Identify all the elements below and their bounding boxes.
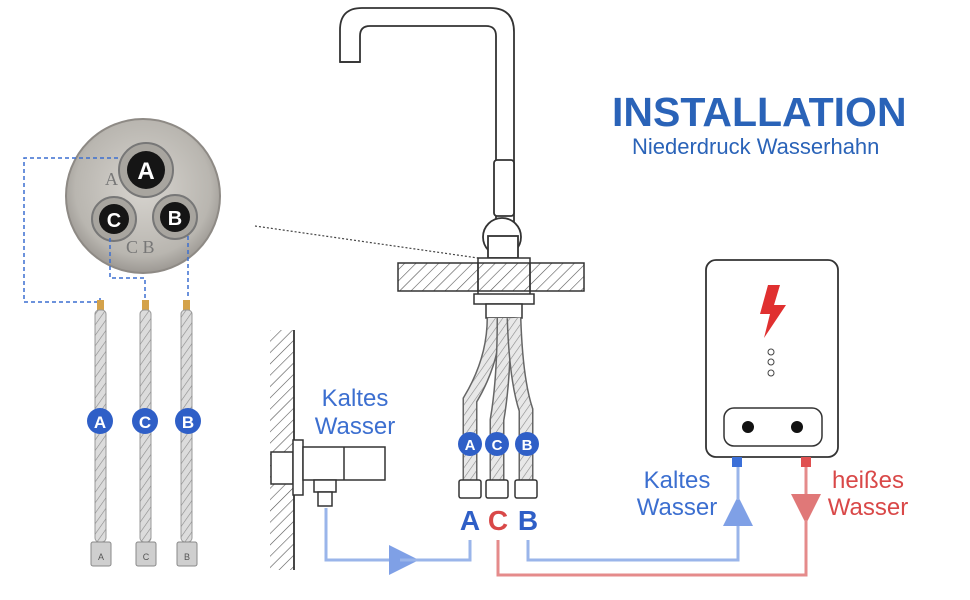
hose-b-badge: B <box>182 413 194 432</box>
hose-c-badge: C <box>139 413 151 432</box>
engraved-cb: C B <box>126 237 155 257</box>
faucet-hoses <box>462 317 534 480</box>
heater-knob-left <box>742 421 754 433</box>
tap-badge-b: B <box>522 437 533 454</box>
tap-base-plate: A C B A C B <box>65 118 221 274</box>
detail-pointer-line <box>254 225 479 259</box>
countertop <box>397 257 585 319</box>
cold-water-label-right-line1: Kaltes <box>644 467 711 494</box>
hose-badges: A C B <box>87 408 201 434</box>
port-c-circle <box>99 204 129 234</box>
cold-water-label-right-line2: Wasser <box>637 494 717 521</box>
connection-letter-b: B <box>518 505 538 536</box>
cold-water-label-left-line1: Kaltes <box>322 385 389 412</box>
cold-supply-line <box>324 508 472 575</box>
water-heater <box>705 259 839 467</box>
port-a-circle <box>127 151 165 189</box>
hose-b-end-label: B <box>184 552 190 562</box>
wall <box>270 330 295 570</box>
cold-heater-line <box>526 467 753 562</box>
hot-return-line <box>496 467 821 577</box>
hose-a-badge: A <box>94 413 106 432</box>
lightning-icon <box>760 285 786 338</box>
heater-knob-right <box>791 421 803 433</box>
connection-letter-c: C <box>488 505 508 536</box>
port-c-label: C <box>107 210 121 232</box>
cold-water-label-left-line2: Wasser <box>315 413 395 440</box>
engraved-a: A <box>105 169 118 189</box>
hose-a-end-label: A <box>98 552 104 562</box>
hot-water-label-line1: heißes <box>832 467 904 494</box>
port-b-label: B <box>168 208 182 230</box>
faucet-hose-nuts <box>458 479 538 499</box>
tap-badge-a: A <box>465 437 476 454</box>
connection-letter-a: A <box>460 505 480 536</box>
hose-c-end-label: C <box>143 552 150 562</box>
faucet <box>339 7 522 259</box>
page-subtitle: Niederdruck Wasserhahn <box>632 134 879 159</box>
tap-badge-c: C <box>492 437 503 454</box>
page-title: INSTALLATION <box>612 89 907 135</box>
faucet-hose-badges: A C B <box>458 432 539 456</box>
angle-valve <box>270 439 386 507</box>
hot-water-label-line2: Wasser <box>828 494 908 521</box>
port-a-label: A <box>137 158 154 185</box>
port-b-circle <box>160 202 190 232</box>
